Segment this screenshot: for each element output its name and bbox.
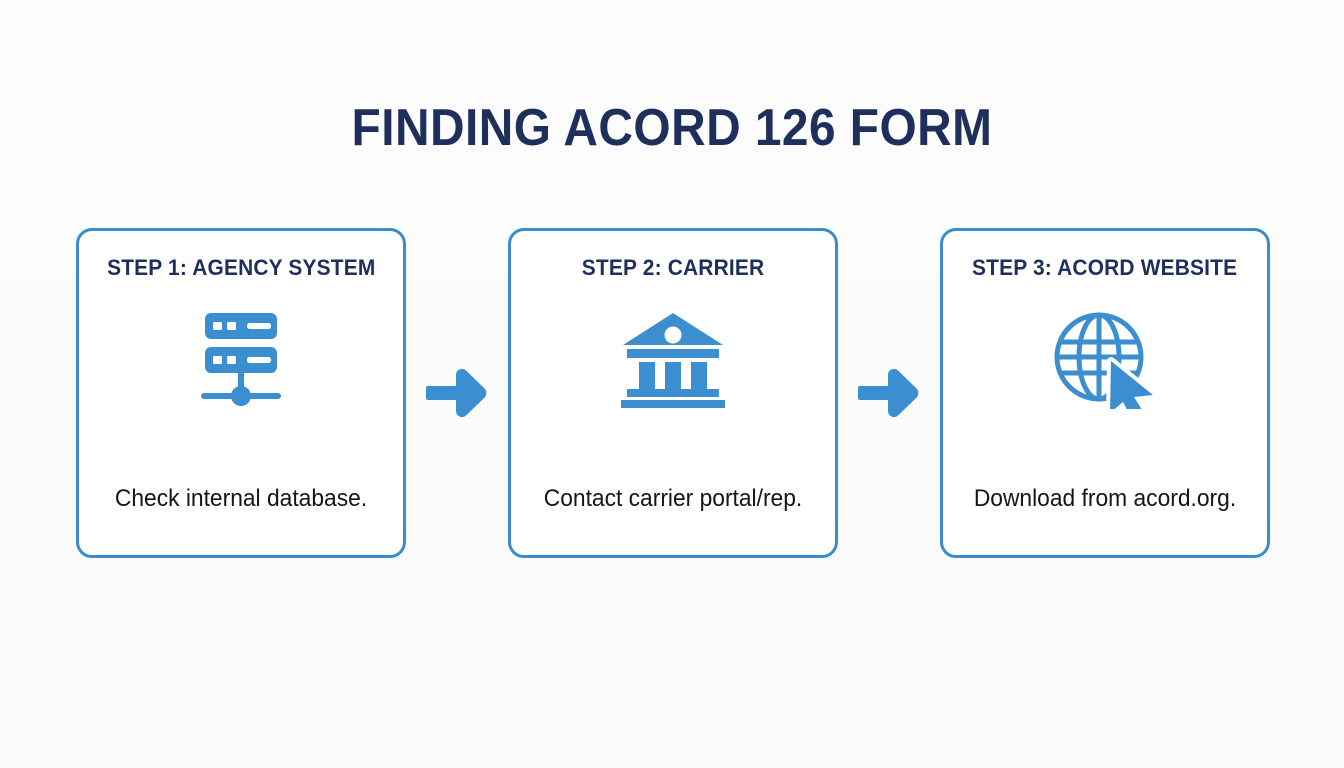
- page-title: FINDING ACORD 126 FORM: [351, 99, 993, 157]
- step-1-description: Check internal database.: [114, 485, 368, 512]
- step-3-title: STEP 3: ACORD WEBSITE: [972, 255, 1238, 280]
- server-stack-icon: [181, 307, 301, 411]
- step-2-description: Contact carrier portal/rep.: [543, 485, 803, 512]
- arrow-step1-to-step2-icon: [406, 228, 508, 558]
- arrow-step2-to-step3-icon: [838, 228, 940, 558]
- bank-building-icon: [613, 307, 733, 411]
- step-3-description: Download from acord.org.: [973, 485, 1237, 512]
- step-2-title: STEP 2: CARRIER: [581, 255, 765, 280]
- step-card-3[interactable]: STEP 3: ACORD WEBSITE Down: [940, 228, 1270, 558]
- globe-cursor-icon: [1045, 307, 1165, 411]
- process-flow-diagram: STEP 1: AGENCY SYSTEM Chec: [76, 228, 1270, 558]
- step-card-1[interactable]: STEP 1: AGENCY SYSTEM Chec: [76, 228, 406, 558]
- step-card-2[interactable]: STEP 2: CARRIER Contact carrier portal/r…: [508, 228, 838, 558]
- step-1-title: STEP 1: AGENCY SYSTEM: [106, 255, 376, 280]
